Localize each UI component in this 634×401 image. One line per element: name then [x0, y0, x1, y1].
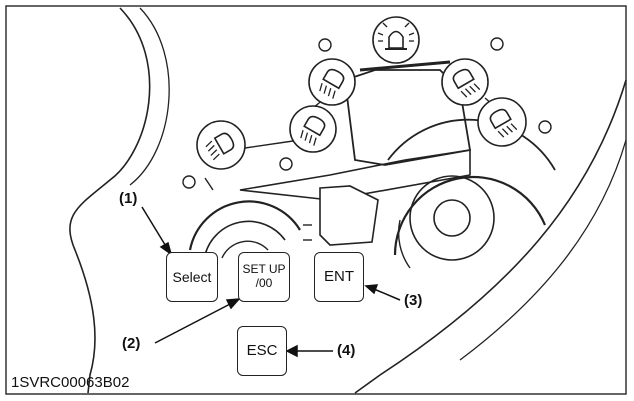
ent-button-label: ENT — [324, 268, 354, 286]
rear-wheel — [387, 118, 556, 269]
leader-lines — [141, 206, 401, 358]
tractor-step — [319, 185, 379, 246]
figure-border — [5, 5, 627, 395]
callout-1: (1) — [119, 190, 138, 207]
indicator-dots — [182, 37, 552, 189]
panel-arc-inner — [459, 139, 627, 361]
work-light-icon — [441, 58, 489, 106]
cab-roof — [359, 60, 451, 72]
work-light-icon — [477, 97, 527, 147]
panel-contour-left — [69, 7, 151, 394]
panel-arc-outer — [354, 79, 627, 394]
select-button[interactable]: Select — [166, 252, 218, 302]
esc-button[interactable]: ESC — [237, 326, 287, 376]
ent-button[interactable]: ENT — [314, 252, 364, 302]
work-light-icon — [308, 58, 356, 106]
setup-button-label-line2: /00 — [255, 276, 273, 290]
front-wheel — [188, 200, 312, 259]
esc-button-label: ESC — [246, 342, 278, 360]
panel-contour-left-inner — [129, 7, 170, 186]
setup-button-label-line1: SET UP — [242, 262, 286, 277]
rotating-beacon-icon — [372, 16, 420, 64]
work-light-icon — [196, 120, 246, 170]
figure-id: 1SVRC00063B02 — [11, 374, 130, 391]
callout-3: (3) — [404, 292, 423, 309]
setup-button[interactable]: SET UP /00 — [238, 252, 290, 302]
callout-4: (4) — [337, 342, 356, 359]
select-button-label: Select — [172, 268, 212, 285]
work-light-icon — [289, 105, 337, 153]
callout-2: (2) — [122, 335, 141, 352]
